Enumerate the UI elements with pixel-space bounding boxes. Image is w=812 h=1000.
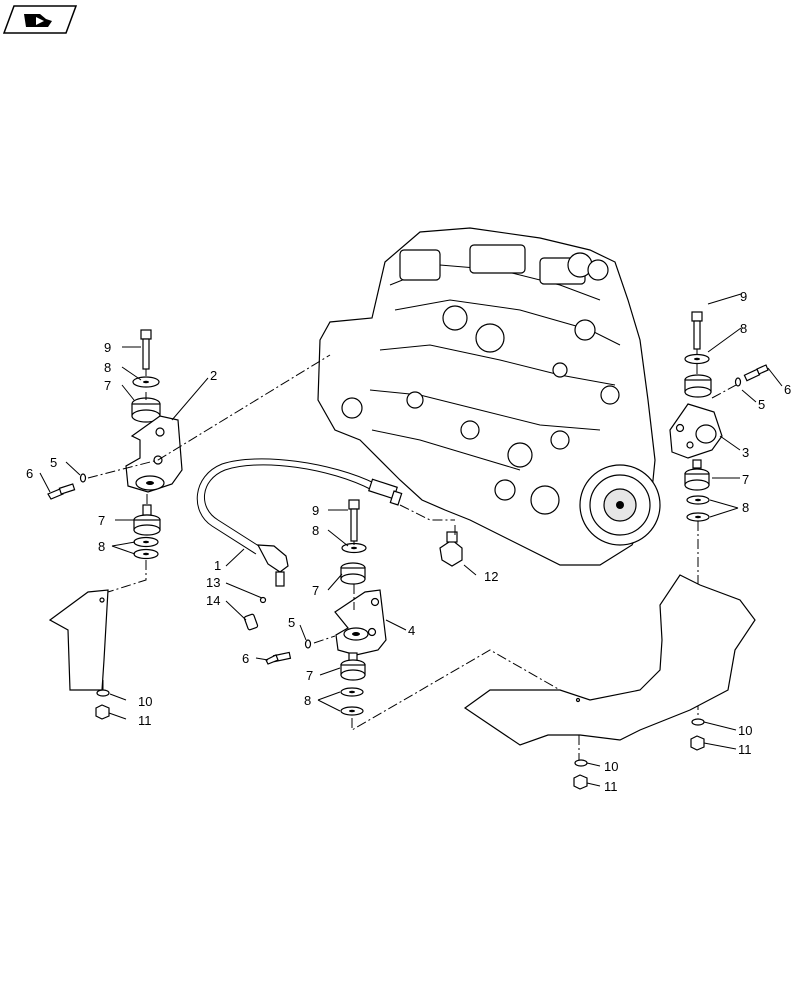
leader-lines [39, 293, 783, 787]
frame-rail [463, 574, 756, 790]
callout-2: 2 [210, 368, 217, 383]
callout-7-right: 7 [742, 472, 749, 487]
callout-11-center: 11 [604, 779, 618, 794]
callout-5-right: 5 [758, 397, 765, 412]
callout-12: 12 [484, 569, 498, 584]
callout-5-center: 5 [288, 615, 295, 630]
callout-3: 3 [742, 445, 749, 460]
callout-7-center-top: 7 [312, 583, 319, 598]
callout-7-center-bottom: 7 [306, 668, 313, 683]
center-mount-stack [265, 499, 581, 731]
engine-assembly [317, 227, 661, 567]
callout-7-left-top: 7 [104, 378, 111, 393]
callout-7-left-bottom: 7 [98, 513, 105, 528]
callout-8-right-top: 8 [740, 321, 747, 336]
callout-13: 13 [206, 575, 220, 590]
callout-11-left: 11 [138, 713, 152, 728]
sensor-part-12 [439, 531, 463, 567]
callout-1: 1 [214, 558, 221, 573]
callout-6-left: 6 [26, 466, 33, 481]
callout-5-left: 5 [50, 455, 57, 470]
callout-4: 4 [408, 623, 415, 638]
callout-8-center-bottom: 8 [304, 693, 311, 708]
callout-8-left-bottom: 8 [98, 539, 105, 554]
callout-9-center: 9 [312, 503, 319, 518]
callout-labels: 9 8 7 2 5 6 7 8 10 11 1 13 14 9 8 7 4 5 … [26, 289, 791, 794]
callout-8-right-bottom: 8 [742, 500, 749, 515]
callout-8-left-top: 8 [104, 360, 111, 375]
left-mount-stack [47, 329, 331, 720]
callout-9-left: 9 [104, 340, 111, 355]
hose-assembly [196, 458, 455, 631]
callout-10-center: 10 [604, 759, 618, 774]
callout-10-right: 10 [738, 723, 752, 738]
callout-14: 14 [206, 593, 220, 608]
callout-8-center-top: 8 [312, 523, 319, 538]
right-mount-stack [669, 311, 769, 751]
callout-11-right: 11 [738, 742, 752, 757]
callout-10-left: 10 [138, 694, 152, 709]
callout-6-right: 6 [784, 382, 791, 397]
callout-6-center: 6 [242, 651, 249, 666]
callout-9-right: 9 [740, 289, 747, 304]
flywheel [579, 464, 661, 546]
page-badge-icon[interactable] [2, 5, 78, 34]
